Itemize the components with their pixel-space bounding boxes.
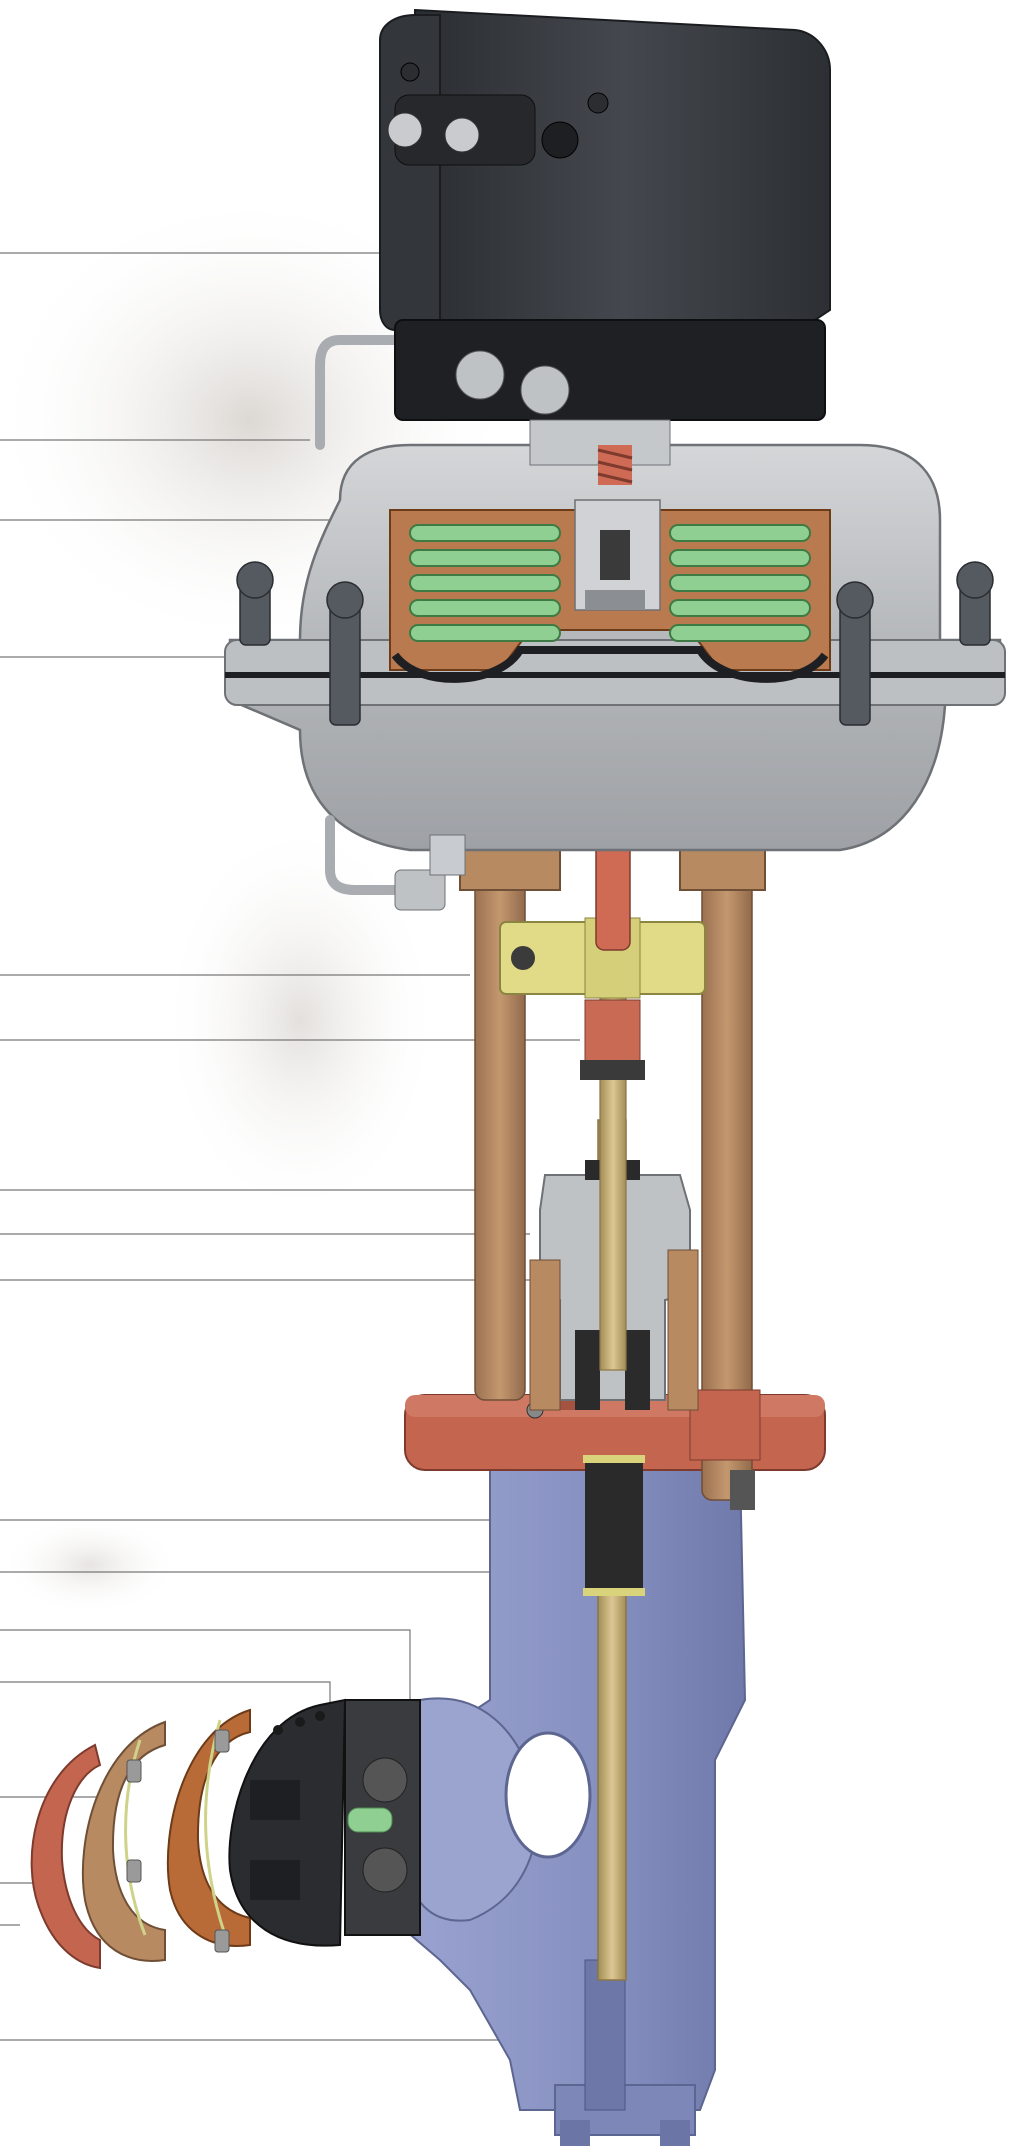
- trim-disc: [228, 1698, 347, 1947]
- air-fitting: [394, 834, 466, 911]
- body-port: [504, 1731, 592, 1859]
- positioner-housing: [379, 8, 831, 466]
- gland-cap-1: [387, 112, 423, 148]
- valve-body: [398, 1467, 747, 2146]
- leader-line: [0, 1629, 411, 1700]
- guide-pin: [347, 1807, 393, 1833]
- cable-gland: [387, 62, 609, 166]
- leader-lines: [0, 252, 620, 2041]
- stem-coupling: [499, 917, 706, 1080]
- seat-ring-2: [81, 1720, 166, 1962]
- leader-line: [0, 1681, 331, 1710]
- spring-center-housing: [574, 499, 661, 611]
- gland-cap-2: [444, 117, 480, 153]
- seat-ring-outer: [30, 1743, 102, 1970]
- exploded-seat-rings: [30, 1698, 421, 1970]
- seat-ring-3: [166, 1708, 251, 1947]
- packing-set: [583, 1455, 645, 1596]
- actuator-springs: [409, 524, 811, 642]
- top-stem-spring: [597, 445, 633, 485]
- air-supply-tube: [315, 335, 420, 895]
